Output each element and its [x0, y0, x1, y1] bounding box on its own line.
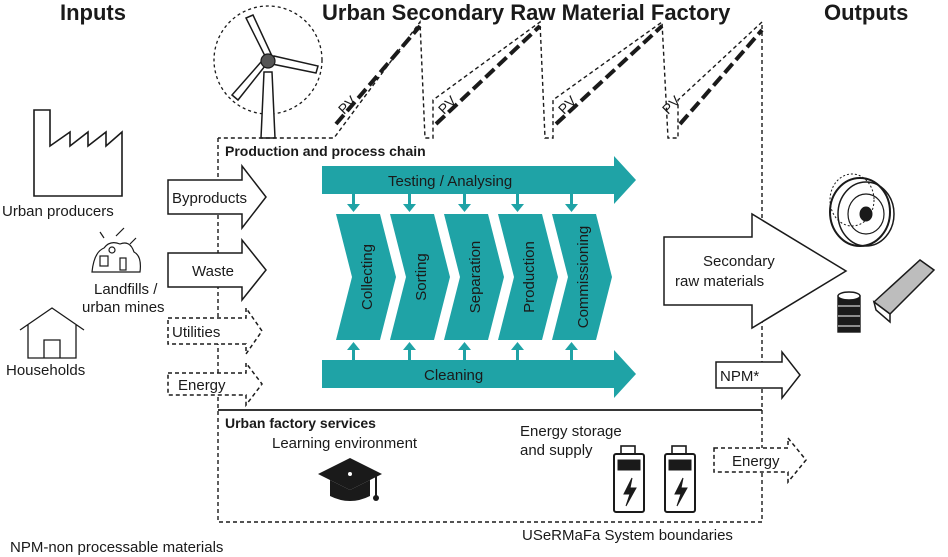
graduation-cap-icon [318, 458, 382, 501]
house-icon [19, 307, 85, 359]
cleaning-arrow: Cleaning [322, 350, 636, 398]
npm-note: NPM-non processable materials [10, 539, 223, 556]
arrow-utilities-label: Utilities [172, 324, 220, 341]
arrow-energy-in: Energy [167, 360, 263, 408]
storage-label-2: and supply [520, 442, 593, 459]
arrow-secondary-raw-materials: Secondary raw materials [663, 212, 848, 330]
step-sorting: Sorting [390, 214, 450, 340]
pv-label-4: PV [659, 92, 684, 117]
step-production: Production [498, 214, 558, 340]
label-households: Households [6, 362, 85, 379]
secondary-label-1: Secondary [703, 253, 775, 270]
bar-stock-icon [872, 259, 936, 324]
energy-out-label: Energy [732, 453, 780, 470]
step-separation: Separation [444, 214, 504, 340]
step-separation-label: Separation [467, 241, 484, 314]
header-outputs: Outputs [824, 0, 908, 25]
step-commissioning-label: Commissioning [575, 226, 592, 329]
factory-icon [33, 109, 123, 197]
system-boundary [217, 19, 763, 523]
label-landfills-2: urban mines [82, 299, 165, 316]
connectors-top [347, 194, 578, 212]
pv-label-3: PV [555, 92, 580, 117]
landfill-icon [91, 227, 141, 273]
label-landfills-1: Landfills / [94, 281, 158, 298]
step-sorting-label: Sorting [413, 253, 430, 301]
learning-label: Learning environment [272, 435, 418, 452]
arrow-energy-out: Energy [713, 435, 807, 485]
battery-icon-2 [664, 445, 696, 513]
pv-label-1: PV [335, 92, 360, 117]
filament-spool-icon [829, 173, 895, 247]
header-factory: Urban Secondary Raw Material Factory [322, 0, 731, 25]
arrow-byproducts-label: Byproducts [172, 190, 247, 207]
cleaning-label: Cleaning [424, 367, 483, 384]
production-title: Production and process chain [225, 143, 426, 159]
arrow-utilities: Utilities [167, 305, 263, 357]
secondary-label-2: raw materials [675, 273, 764, 290]
testing-arrow: Testing / Analysing [322, 156, 636, 204]
step-commissioning: Commissioning [552, 214, 612, 340]
step-collecting: Collecting [336, 214, 396, 340]
pv-panels [334, 24, 764, 126]
arrow-byproducts: Byproducts [167, 163, 267, 231]
testing-label: Testing / Analysing [388, 173, 512, 190]
arrow-energy-in-label: Energy [178, 377, 226, 394]
header-inputs: Inputs [60, 0, 126, 25]
step-collecting-label: Collecting [359, 244, 376, 310]
step-production-label: Production [521, 241, 538, 313]
storage-label-1: Energy storage [520, 423, 622, 440]
arrow-waste: Waste [167, 237, 267, 303]
battery-icon [613, 445, 645, 513]
boundary-label: USeRMaFa System boundaries [522, 527, 733, 544]
label-urban-producers: Urban producers [2, 203, 114, 220]
arrow-npm: NPM* [715, 349, 801, 401]
pellet-roll-icon [837, 291, 861, 333]
connectors-bottom [347, 342, 578, 360]
services-title: Urban factory services [225, 415, 376, 431]
npm-label: NPM* [720, 368, 759, 385]
wind-turbine-icon [213, 5, 323, 139]
arrow-waste-label: Waste [192, 263, 234, 280]
